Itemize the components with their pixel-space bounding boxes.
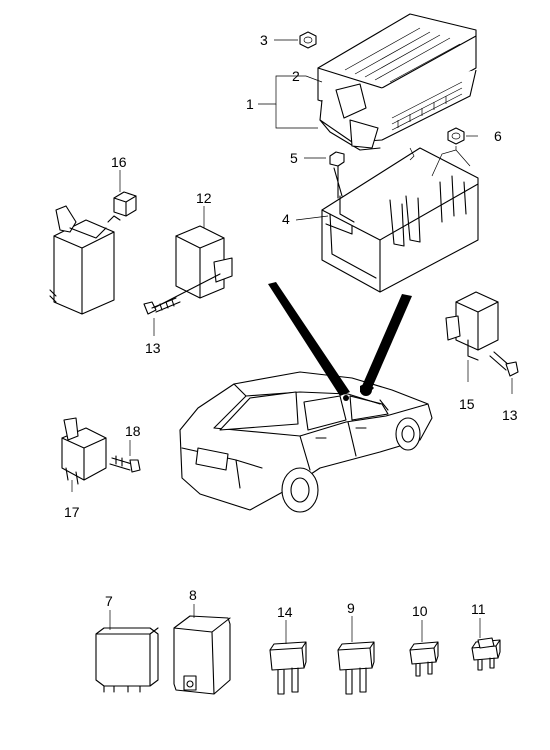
callout-10: 10 (412, 603, 428, 619)
callout-5: 5 (290, 150, 298, 166)
callout-14: 14 (277, 604, 293, 620)
relay-part-17 (61, 417, 107, 485)
bolt-part-5 (329, 151, 345, 199)
control-module (49, 205, 121, 315)
fuse-part-14 (269, 641, 307, 695)
callout-7: 7 (105, 593, 113, 609)
pointer-wedge-left (268, 282, 350, 396)
relay-part-16 (113, 191, 137, 217)
fuse-part-9 (337, 641, 375, 695)
fuse-part-11 (471, 637, 501, 671)
callout-13-left: 13 (145, 340, 161, 356)
callout-13-right: 13 (502, 407, 518, 423)
callout-11: 11 (471, 601, 486, 617)
location-dot-small (343, 395, 349, 401)
screw-part-18 (109, 455, 141, 473)
callout-3: 3 (260, 32, 268, 48)
pointer-wedge-right (362, 294, 412, 388)
callout-1: 1 (246, 96, 254, 112)
relay-part-12 (149, 225, 233, 311)
screw-part-13-left (143, 297, 181, 315)
callout-labels: 1 2 3 4 5 6 7 8 9 10 11 12 13 13 14 15 1… (64, 32, 518, 620)
relay-part-7 (95, 627, 159, 693)
callout-15: 15 (459, 396, 475, 412)
callout-4: 4 (282, 211, 290, 227)
callout-8: 8 (189, 587, 197, 603)
leader-lines (71, 39, 513, 644)
nut-part-3 (299, 31, 317, 49)
relay-part-15 (445, 291, 499, 361)
callout-9: 9 (347, 600, 355, 616)
callout-6: 6 (494, 128, 502, 144)
screw-part-13-right (489, 351, 519, 377)
fuse-box-base (321, 147, 479, 293)
callout-16: 16 (111, 154, 127, 170)
fuse-box-cover (317, 13, 477, 151)
callout-17: 17 (64, 504, 80, 520)
nut-part-6 (447, 127, 465, 145)
callout-2: 2 (292, 68, 300, 84)
fuse-part-10 (409, 641, 439, 677)
car-illustration (179, 371, 433, 513)
callout-18: 18 (125, 423, 141, 439)
location-dot (360, 384, 372, 396)
callout-12: 12 (196, 190, 212, 206)
relay-part-8 (173, 615, 231, 695)
